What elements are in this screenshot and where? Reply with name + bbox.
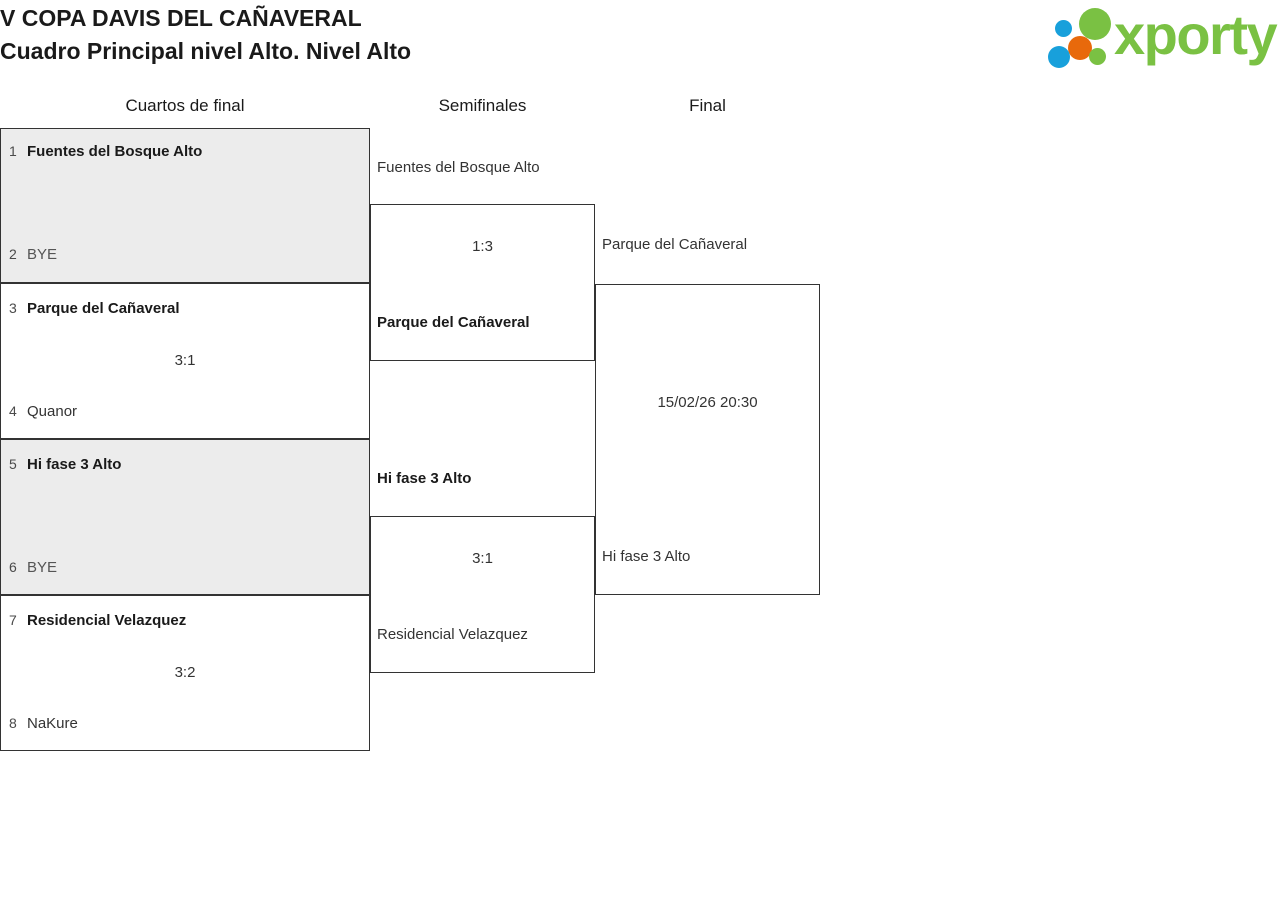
semifinal-1-bottom-team[interactable]: Parque del Cañaveral (377, 314, 530, 331)
bracket-slot-seed-4[interactable]: 4 Quanor (1, 403, 369, 425)
team-name: Fuentes del Bosque Alto (27, 143, 203, 160)
seed-number: 7 (9, 612, 17, 628)
match-score: 3:1 (174, 352, 196, 369)
seed-number: 2 (9, 246, 17, 262)
seed-number: 4 (9, 403, 17, 419)
round-header-semifinals: Semifinales (438, 96, 527, 115)
logo-dot-blue-large (1048, 46, 1070, 68)
logo-dot-orange (1068, 36, 1092, 60)
quarterfinal-match-4[interactable]: 7 Residencial Velazquez 3:2 8 NaKure (0, 595, 370, 751)
bracket-slot-seed-8[interactable]: 8 NaKure (1, 715, 369, 737)
semifinal-match-2[interactable]: 3:1 (370, 516, 595, 673)
team-name: NaKure (27, 715, 78, 732)
bracket-slot-seed-6[interactable]: 6 BYE (1, 559, 369, 581)
match-score: 1:3 (472, 238, 493, 255)
seed-number: 5 (9, 456, 17, 472)
team-name: Quanor (27, 403, 78, 420)
seed-number: 6 (9, 559, 17, 575)
match-score: 3:2 (174, 664, 196, 681)
round-header-final: Final (689, 96, 726, 115)
team-name: Residencial Velazquez (27, 612, 187, 629)
bracket-slot-seed-7[interactable]: 7 Residencial Velazquez (1, 612, 369, 634)
bracket-slot-seed-3[interactable]: 3 Parque del Cañaveral (1, 300, 369, 322)
seed-number: 3 (9, 300, 17, 316)
final-bottom-team[interactable]: Hi fase 3 Alto (602, 548, 691, 565)
tournament-title-block: V COPA DAVIS DEL CAÑAVERAL Cuadro Princi… (0, 2, 411, 68)
semifinal-2-top-team[interactable]: Hi fase 3 Alto (377, 470, 472, 487)
bracket-slot-seed-5[interactable]: 5 Hi fase 3 Alto (1, 456, 369, 478)
round-header-quarterfinals: Cuartos de final (125, 96, 245, 115)
logo-wordmark: xporty (1114, 3, 1278, 66)
team-name: BYE (27, 246, 58, 263)
tournament-subtitle: Cuadro Principal nivel Alto. Nivel Alto (0, 38, 412, 64)
logo-dot-blue-small (1055, 20, 1072, 37)
logo-dot-green-small (1089, 48, 1106, 65)
quarterfinal-match-1[interactable]: 1 Fuentes del Bosque Alto 2 BYE (0, 128, 370, 283)
semifinal-2-bottom-team[interactable]: Residencial Velazquez (377, 626, 528, 643)
logo-dots-icon (1048, 6, 1116, 68)
seed-number: 8 (9, 715, 17, 731)
semifinal-1-top-team[interactable]: Fuentes del Bosque Alto (377, 159, 540, 176)
quarterfinal-match-3[interactable]: 5 Hi fase 3 Alto 6 BYE (0, 439, 370, 595)
match-score: 3:1 (472, 550, 493, 567)
tournament-name: V COPA DAVIS DEL CAÑAVERAL (0, 5, 362, 31)
final-match-datetime: 15/02/26 20:30 (657, 394, 758, 411)
team-name: Hi fase 3 Alto (27, 456, 122, 473)
team-name: Parque del Cañaveral (27, 300, 180, 317)
semifinal-match-1[interactable]: 1:3 (370, 204, 595, 361)
bracket-slot-seed-1[interactable]: 1 Fuentes del Bosque Alto (1, 143, 369, 165)
bracket-slot-seed-2[interactable]: 2 BYE (1, 246, 369, 268)
final-match[interactable]: 15/02/26 20:30 (595, 284, 820, 595)
xporty-logo[interactable]: xporty (1048, 3, 1278, 68)
page-header: V COPA DAVIS DEL CAÑAVERAL Cuadro Princi… (0, 0, 1280, 78)
quarterfinal-match-2[interactable]: 3 Parque del Cañaveral 3:1 4 Quanor (0, 283, 370, 439)
final-top-team[interactable]: Parque del Cañaveral (602, 236, 748, 253)
logo-dot-green-large (1079, 8, 1111, 40)
seed-number: 1 (9, 143, 17, 159)
team-name: BYE (27, 559, 58, 576)
